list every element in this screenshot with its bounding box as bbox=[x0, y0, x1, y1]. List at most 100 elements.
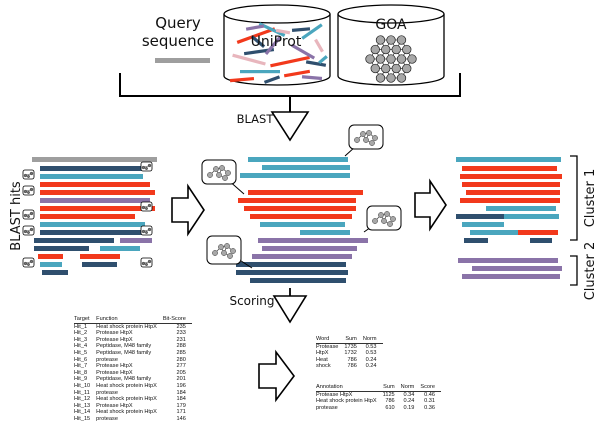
hit-bar bbox=[40, 174, 115, 179]
table-cell: Hit_11 bbox=[74, 389, 90, 396]
column-header: Norm bbox=[400, 384, 421, 392]
table-row: Hit_4 Peptidase, M48 family 288 bbox=[74, 343, 192, 350]
hit-bar bbox=[464, 238, 488, 243]
hit-bar bbox=[262, 246, 357, 251]
sequence-stick bbox=[275, 28, 291, 35]
table-cell: protease bbox=[96, 356, 118, 363]
hit-bar bbox=[462, 274, 560, 279]
column-header: Bit-Score bbox=[162, 316, 192, 324]
hit-bar bbox=[40, 166, 150, 171]
table-cell: Heat shock protein HtpX bbox=[96, 396, 157, 403]
query-label-line2: sequence bbox=[142, 32, 214, 50]
hit-bar bbox=[40, 190, 155, 195]
hit-bar bbox=[456, 157, 561, 162]
hit-bar bbox=[34, 238, 114, 243]
sequence-stick bbox=[232, 53, 266, 66]
table-cell: shock bbox=[316, 363, 331, 370]
hit-bar bbox=[40, 206, 155, 211]
hit-bar bbox=[290, 173, 350, 178]
table-cell: HtpX bbox=[316, 350, 329, 357]
network-node bbox=[396, 73, 407, 83]
table-cell: Hit_6 bbox=[74, 356, 88, 363]
uniprot-label: UniProt bbox=[251, 34, 302, 50]
table-cell: 786 bbox=[385, 398, 395, 405]
hit-bar bbox=[504, 214, 559, 219]
network-node bbox=[365, 54, 375, 64]
hit-bar bbox=[252, 254, 352, 259]
uniprot-database-icon bbox=[223, 4, 331, 86]
hit-bar bbox=[458, 258, 558, 263]
table-cell: 1735 bbox=[344, 343, 357, 350]
hit-bar bbox=[42, 270, 68, 275]
hit-bar bbox=[244, 206, 356, 211]
table-cell: Hit_12 bbox=[74, 396, 91, 403]
sequence-stick bbox=[229, 76, 255, 83]
network-node bbox=[381, 63, 391, 74]
hit-bar bbox=[34, 246, 89, 251]
table-cell: 288 bbox=[176, 343, 186, 350]
query-bar bbox=[32, 157, 157, 162]
hit-bar bbox=[470, 230, 525, 235]
hit-bar bbox=[248, 190, 363, 195]
cluster-1-label: Cluster 1 bbox=[583, 169, 598, 228]
sequence-stick bbox=[263, 75, 281, 84]
blast-hits-stack bbox=[22, 157, 157, 275]
sequence-stick bbox=[258, 22, 286, 37]
column-header: Score bbox=[420, 384, 441, 392]
network-node bbox=[370, 44, 380, 55]
blast-label: BLAST bbox=[237, 112, 275, 126]
hit-bar bbox=[40, 214, 135, 219]
table-cell: 0.24 bbox=[365, 363, 377, 370]
table-cell: Heat bbox=[316, 356, 328, 363]
hit-bar bbox=[260, 222, 345, 227]
table-cell: 179 bbox=[176, 402, 186, 409]
hit-bar bbox=[262, 165, 350, 170]
column-header: Sum bbox=[382, 384, 401, 392]
table-cell: Protease HtpX bbox=[96, 330, 133, 337]
table-cell: 1732 bbox=[344, 350, 357, 357]
blast-down-arrow bbox=[270, 111, 310, 142]
table-cell: 280 bbox=[176, 356, 186, 363]
scoring-label: Scoring bbox=[229, 294, 274, 308]
annotated-hits-stack bbox=[236, 157, 368, 283]
table-cell: 0.24 bbox=[365, 356, 377, 363]
go-callout-box bbox=[206, 235, 242, 265]
hit-bar bbox=[40, 262, 62, 267]
hit-bar bbox=[236, 270, 348, 275]
table-cell: Peptidase, M48 family bbox=[96, 343, 152, 350]
hit-bar bbox=[120, 238, 152, 243]
table-cell: Heat shock protein HtpX bbox=[96, 323, 157, 330]
table-cell: 201 bbox=[176, 376, 186, 383]
hit-bar bbox=[518, 230, 558, 235]
cluster-2-bracket bbox=[570, 255, 578, 286]
table-cell: 205 bbox=[176, 369, 186, 376]
network-node bbox=[375, 73, 386, 83]
table-cell: Hit_4 bbox=[74, 343, 88, 350]
table-cell: protease bbox=[316, 404, 338, 411]
table-cell: Peptidase, M48 family bbox=[96, 349, 152, 356]
table-cell: 231 bbox=[176, 336, 186, 343]
hit-bar bbox=[40, 182, 150, 187]
hit-bar bbox=[236, 262, 346, 267]
right-arrow-1 bbox=[171, 183, 205, 237]
network-node bbox=[396, 35, 407, 45]
hit-bar bbox=[460, 198, 560, 203]
table-cell: Hit_15 bbox=[74, 415, 91, 422]
sequence-stick bbox=[250, 35, 266, 48]
table-cell: Hit_13 bbox=[74, 402, 91, 409]
hit-bar bbox=[462, 166, 557, 171]
table-cell: Protease HtpX bbox=[96, 336, 133, 343]
network-node bbox=[375, 35, 386, 45]
